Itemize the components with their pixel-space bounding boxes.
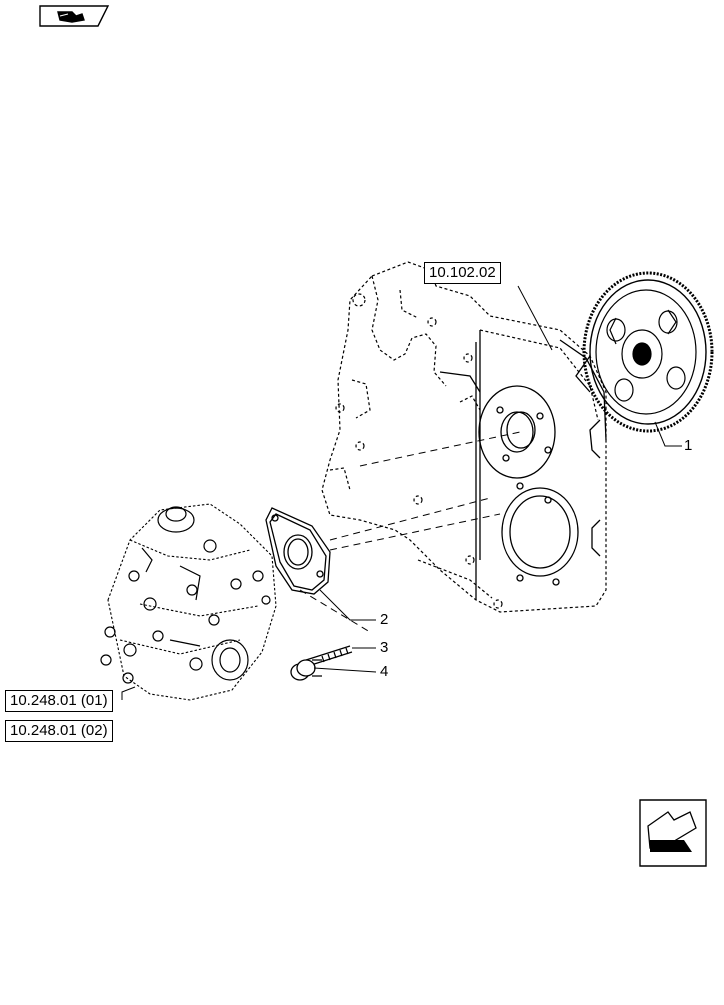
reference-box-pump-2[interactable]: 10.248.01 (02) bbox=[5, 720, 113, 742]
stud-part-3 bbox=[305, 645, 353, 667]
timing-housing bbox=[321, 261, 607, 613]
callout-3: 3 bbox=[380, 639, 389, 656]
book-icon[interactable] bbox=[39, 5, 110, 27]
reference-box-pump-1[interactable]: 10.248.01 (01) bbox=[5, 690, 113, 712]
alignment-dash-lines bbox=[299, 431, 521, 633]
reference-box-housing[interactable]: 10.102.02 bbox=[424, 262, 501, 284]
callout-2: 2 bbox=[380, 611, 389, 628]
housing-bearing-bosses bbox=[439, 330, 607, 600]
callout-1: 1 bbox=[684, 437, 693, 454]
injection-pump-assembly bbox=[107, 503, 277, 701]
gear-part-1 bbox=[582, 271, 714, 433]
nut-part-4 bbox=[290, 659, 322, 681]
gasket-part-2 bbox=[265, 507, 331, 595]
next-page-arrow-icon[interactable] bbox=[639, 799, 707, 867]
callout-4: 4 bbox=[380, 663, 389, 680]
leader-lines bbox=[121, 285, 682, 700]
injection-pump-details bbox=[100, 506, 271, 684]
